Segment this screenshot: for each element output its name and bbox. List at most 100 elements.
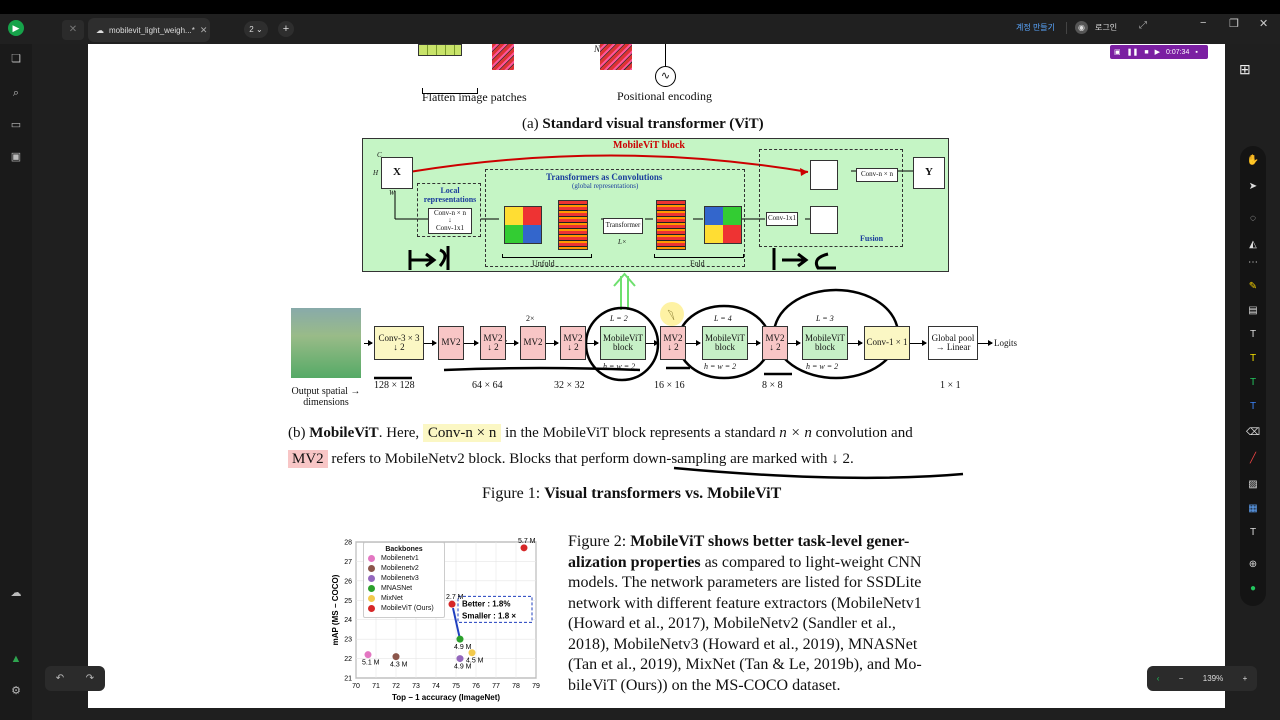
zoom-in-icon[interactable]: + [1242,674,1248,683]
restore-icon[interactable]: ❐ [1229,18,1239,30]
layout-icon[interactable]: ▭ [10,119,22,131]
shapes-icon[interactable]: ◭ [1249,239,1257,250]
transformers-as-conv-box: Transformers as Convolutions (global rep… [485,169,745,268]
pipeline-block-8: MV2 ↓ 2 [762,326,788,360]
pen-red-icon[interactable]: ╱ [1249,453,1257,464]
pages-icon[interactable]: ❏ [11,53,21,65]
new-tab-button[interactable]: + [278,21,294,37]
data-label: 5.7 M [518,538,536,545]
page-selector-value: 2 [249,25,254,34]
stamp-icon[interactable]: ▤ [1248,305,1258,316]
shape-blue-icon[interactable]: ▦ [1248,503,1258,514]
y-tick-label: 23 [344,637,352,644]
user-icon[interactable]: ◉ [1075,21,1088,34]
window-close-icon[interactable]: ✕ [1259,18,1269,30]
pipeline-arrow-5 [586,340,599,346]
grid-view-icon[interactable]: ⊞ [1239,61,1251,77]
ink-c-to-d [408,246,450,270]
screen-icon[interactable]: ▣ [1114,49,1121,56]
legend-item: Mobilenetv2 [368,563,440,573]
highlighter-icon[interactable]: ✎ [1248,281,1258,292]
hand-tool-icon[interactable]: ✋ [1246,155,1260,166]
divider [1066,22,1067,34]
more-dots-icon[interactable]: ⋯ [1248,257,1258,268]
text-tool-icon[interactable]: T [1249,329,1257,340]
zoom-out-icon[interactable]: − [1178,674,1184,683]
tab-close-icon[interactable]: ✕ [199,24,208,35]
pipeline-arrow-6 [646,340,659,346]
pipeline-block-1: MV2 [438,326,464,360]
output-spatial-label: Output spatial → dimensions [291,386,361,408]
fig2-line-1: alization properties as compared to ligh… [568,553,998,574]
pause-icon[interactable]: ❚❚ [1126,49,1139,56]
text-green-icon[interactable]: T [1249,377,1257,388]
x-tick-label: 70 [352,683,360,690]
pipeline-arrow-8 [748,340,761,346]
minimize-icon[interactable]: − [1200,17,1207,29]
document-tab[interactable]: ☁ mobilevit_light_weigh...* ✕ [88,18,210,42]
fig-b-t7: are marked with ↓ 2. [730,451,854,467]
note-icon[interactable]: ▨ [1248,479,1258,490]
dog-input-image [291,308,361,378]
fig2-prefix: Figure 2: [568,533,631,550]
y-tick-label: 21 [344,676,352,683]
flatten-label: Flatten image patches [422,90,527,104]
data-label: 4.5 M [466,658,484,665]
text-yellow-icon[interactable]: T [1249,353,1257,364]
x-tick-label: 72 [392,683,400,690]
data-point-mobilenetv1 [364,651,372,659]
data-label: 4.9 M [454,644,472,651]
expand-icon[interactable]: ⤢ [1139,20,1147,31]
hw-label-1: h = w = 2 [603,362,636,371]
login-link[interactable]: 로그인 [1095,23,1118,32]
signup-link[interactable]: 계정 만들기 [1016,23,1056,32]
save-icon[interactable]: ▣ [10,151,22,163]
pointer-icon[interactable]: ➤ [1248,181,1258,192]
hw-label-3: h = w = 2 [806,362,839,371]
data-point-mobilenetv2 [392,653,400,661]
cloud-sync-icon[interactable]: ☁ [10,587,22,599]
pipeline-block-5: MobileViT block [600,326,646,360]
pipeline-arrow-10 [848,340,863,346]
fig-b-prefix: (b) [288,425,306,441]
unfold-brace [502,254,592,258]
legend-dot [368,604,375,612]
fig-b-paragraph: (b) MobileViT. Here, Conv-n × n in the M… [288,420,1028,472]
sine-wave-icon: ∿ [655,66,676,87]
fig2-caption: Figure 2: MobileViT shows better task-le… [568,532,998,696]
pipeline-block-3: MV2 [520,326,546,360]
text-blue-icon[interactable]: T [1249,401,1257,412]
fig-b-t2: in the MobileViT block represents a stan… [505,425,776,441]
page-selector[interactable]: 2 ⌄ [244,21,268,38]
lasso-icon[interactable]: ◌ [1250,213,1256,224]
eraser-icon[interactable]: ⌫ [1246,427,1261,438]
right-toolbar: ✋ ➤ ◌ ◭ ⋯ ✎ ▤ T T T T ⌫ ╱ ▨ ▦ T ⊕ ● [1240,146,1266,606]
play-icon[interactable]: ▶ [1154,49,1160,56]
x-tick-label: 73 [412,683,420,690]
page-counter: 2/ 26 [1190,60,1219,75]
legend-item: MNASNet [368,583,440,593]
more-icon[interactable]: ▪ [1195,48,1198,56]
left-sidebar: ❏ ⌕ ▭ ▣ ☁ ▲ ⚙ [0,44,32,720]
home-tab-button[interactable]: ✕ [62,20,84,40]
undo-icon[interactable]: ↶ [55,673,65,684]
fig2-bold-start: MobileViT shows better task-level gener- [630,533,910,550]
search-binoculars-icon[interactable]: ⌕ [12,87,20,99]
pipeline-arrow-2 [464,340,479,346]
fusion-conv-1x1: Conv-1x1 [766,212,798,226]
stop-icon[interactable]: ■ [1144,48,1149,56]
l-label-2: L = 4 [714,314,732,323]
data-label: 4.9 M [454,664,472,671]
collapse-chevron-icon[interactable]: ‹ [1156,674,1160,683]
text-box-icon[interactable]: T [1249,527,1257,538]
redo-icon[interactable]: ↷ [85,673,95,684]
legend-label: Mobilenetv2 [381,564,419,572]
add-icon[interactable]: ⊕ [1248,559,1258,570]
data-point-mobilevit-ours- [448,600,456,608]
pipeline-block-7: MobileViT block [702,326,748,360]
settings-gear-icon[interactable]: ⚙ [11,685,21,697]
app-logo-icon[interactable]: ▶ [8,20,24,36]
ai-assistant-icon[interactable]: ● [1249,583,1257,594]
hat-icon[interactable]: ▲ [10,653,22,665]
x-axis-label: Top − 1 accuracy (ImageNet) [392,693,500,702]
